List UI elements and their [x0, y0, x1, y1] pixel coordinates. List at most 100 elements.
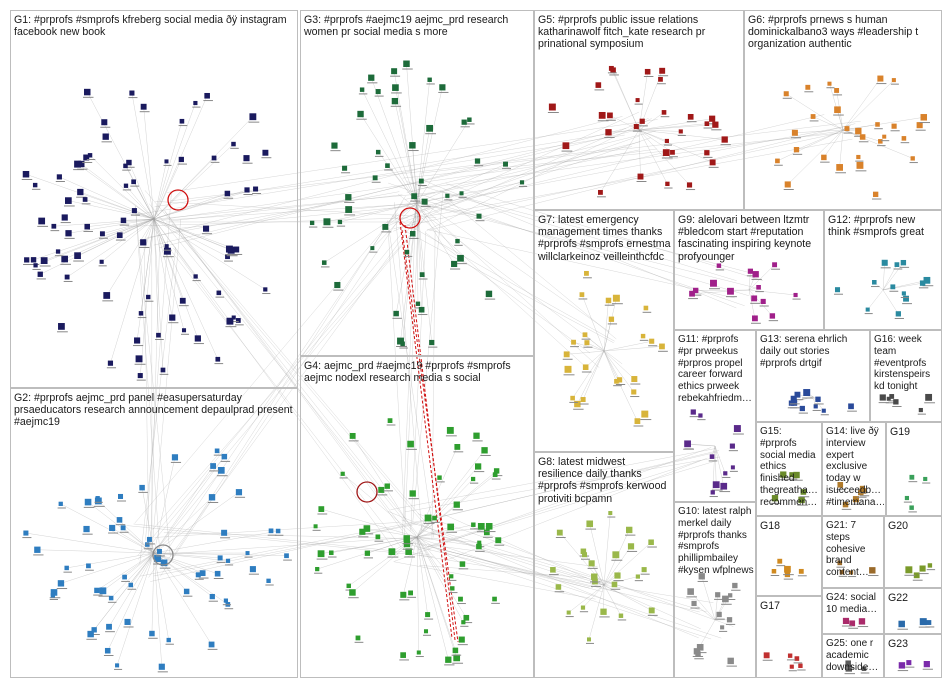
edge	[116, 552, 155, 666]
node-g1	[87, 153, 93, 158]
node-g4	[492, 472, 498, 478]
edge	[390, 448, 716, 510]
edge	[153, 470, 222, 554]
node-g5	[644, 68, 651, 75]
group-label-g11: G11: #prprofs #pr prweekus #prpros prope…	[678, 334, 752, 404]
node-g6	[916, 122, 923, 129]
group-label-g19: G19	[890, 426, 911, 438]
node-g17	[763, 652, 770, 659]
node-g1	[120, 217, 127, 224]
edge	[603, 542, 652, 586]
edge	[126, 525, 434, 557]
edge	[418, 460, 717, 551]
edge	[387, 220, 406, 522]
node-g1	[179, 297, 186, 304]
node-g1	[123, 163, 128, 169]
edge	[153, 530, 279, 554]
node-g1	[262, 149, 269, 156]
group-box-g3: G3: #prprofs #aejmc19 aejmc_prd research…	[300, 10, 534, 356]
node-g2	[104, 647, 111, 654]
edge	[693, 603, 716, 621]
group-label-g20: G20	[888, 520, 909, 532]
node-g2	[235, 489, 243, 496]
node-g1	[37, 271, 43, 277]
node-g4	[388, 548, 396, 556]
node-g4	[432, 515, 437, 521]
edge	[53, 218, 155, 227]
edge	[573, 342, 605, 352]
node-g6	[775, 158, 780, 164]
edge	[153, 128, 643, 246]
edge	[143, 106, 155, 220]
node-g8	[581, 552, 588, 558]
edge	[416, 163, 506, 204]
node-g2	[149, 630, 155, 637]
edge	[150, 518, 436, 582]
node-g5	[686, 182, 693, 188]
edge	[326, 202, 418, 222]
node-g4	[477, 540, 482, 545]
node-g5	[548, 103, 556, 111]
node-g7	[564, 365, 572, 373]
node-g2	[158, 663, 165, 670]
node-g6	[784, 181, 791, 188]
node-g11	[709, 454, 715, 459]
node-g1	[74, 252, 81, 260]
node-g9	[772, 262, 778, 268]
edge	[60, 552, 155, 584]
edge	[148, 202, 403, 578]
node-g1	[38, 217, 46, 225]
node-g4	[481, 447, 488, 454]
group-label-g18: G18	[760, 520, 781, 532]
edge	[87, 218, 155, 227]
edge	[842, 79, 894, 131]
node-g2	[94, 497, 102, 505]
edge	[440, 551, 712, 640]
node-g17	[798, 663, 803, 668]
edge	[413, 201, 762, 290]
node-g1	[169, 314, 176, 321]
node-g4	[453, 654, 461, 662]
node-g1	[231, 315, 236, 320]
node-g4	[485, 523, 493, 530]
node-g12	[923, 276, 931, 284]
group-box-g18: G18	[756, 516, 822, 596]
edge	[687, 444, 716, 447]
node-g5	[658, 76, 663, 82]
hub-self-loop	[152, 544, 174, 566]
node-g1	[99, 231, 105, 237]
group-box-g14: G14: live ðÿ interview expert exclusive …	[822, 422, 886, 516]
group-box-g25: G25: one r academic downside…	[822, 634, 884, 678]
node-g1	[263, 287, 268, 292]
node-g10	[727, 657, 734, 665]
node-g6	[891, 123, 897, 129]
edge	[420, 543, 598, 568]
edge	[603, 350, 634, 393]
node-g2	[84, 498, 92, 506]
node-g2	[23, 530, 29, 536]
edge	[167, 119, 658, 193]
group-box-g24: G24: social 10 media…	[822, 588, 884, 634]
edge	[445, 197, 617, 340]
edge	[416, 181, 422, 204]
node-g4	[328, 550, 334, 556]
node-g3	[372, 175, 378, 181]
node-g4	[407, 440, 414, 448]
edge	[125, 185, 155, 220]
node-g3	[331, 142, 338, 149]
node-g12	[903, 295, 909, 302]
group-box-g21: G21: 7 steps cohesive brand content…	[822, 516, 884, 588]
group-label-g23: G23	[888, 638, 909, 650]
node-g9	[689, 290, 695, 297]
node-g3	[342, 165, 348, 171]
edge	[153, 218, 173, 318]
node-g2	[122, 574, 127, 580]
node-g11	[685, 441, 691, 447]
edge	[823, 129, 844, 158]
node-g6	[805, 84, 811, 90]
node-g6	[856, 154, 861, 160]
node-g7	[643, 305, 649, 311]
node-g2	[195, 572, 201, 578]
node-g2	[99, 587, 107, 595]
node-g5	[670, 149, 675, 155]
